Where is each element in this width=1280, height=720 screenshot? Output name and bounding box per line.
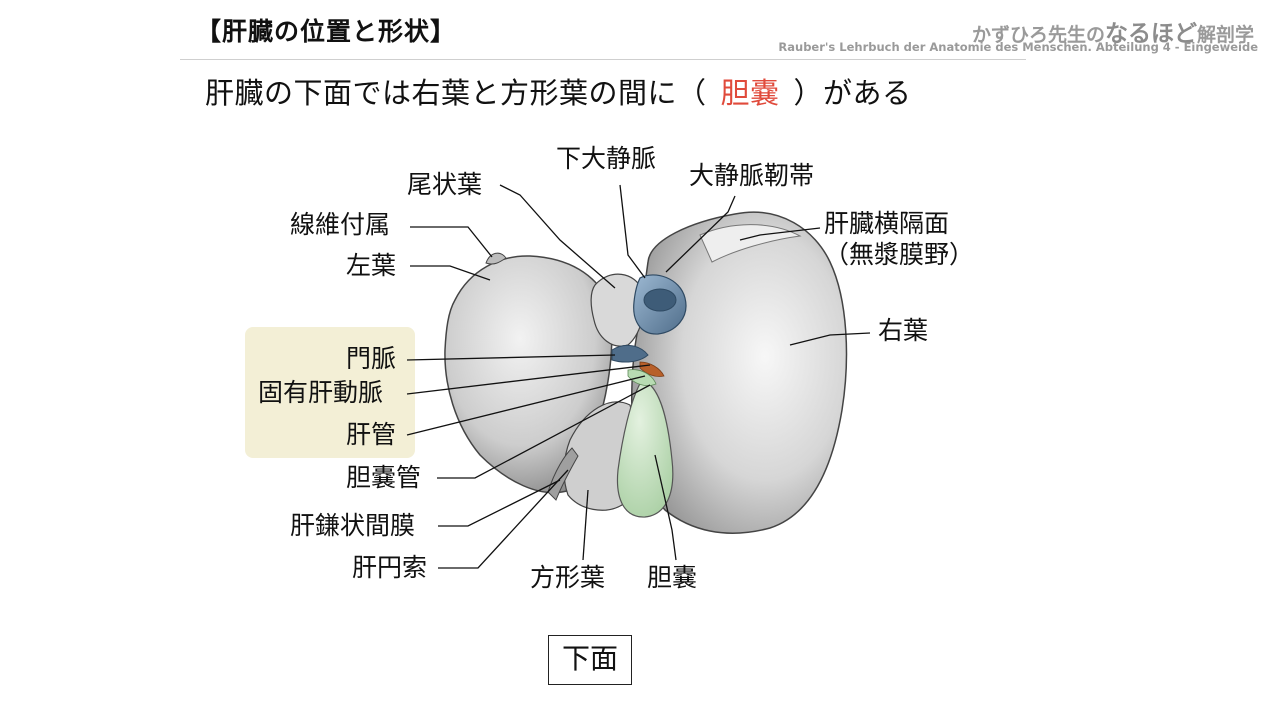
leader-right-lobe [789,332,871,346]
leader-fibrous-appendix [410,226,493,258]
label-venous-ligament: 大静脈靭帯 [689,161,815,190]
leader-quadrate-lobe [582,489,589,561]
hepatic-duct-shape [627,369,657,386]
label-bare-area-line1: 肝臓横隔面 [824,209,950,238]
source-citation: Rauber's Lehrbuch der Anatomie des Mensc… [778,40,1258,54]
ivc-lumen [643,288,677,312]
bare-area-shape [699,224,802,263]
leader-round-ligament [438,469,569,569]
label-falciform-ligament: 肝鎌状間膜 [290,511,416,540]
leader-hepatic-artery [406,364,651,395]
brand-logo: かずひろ先生のなるほど解剖学 [972,14,1254,48]
label-cystic-duct: 胆嚢管 [346,463,422,492]
brand-prefix: かずひろ先生の [971,24,1105,46]
label-ivc: 下大静脈 [556,144,657,173]
label-hepatic-artery: 固有肝動脈 [258,378,384,407]
label-portal-vein: 門脈 [346,344,397,373]
portal-vein-shape [611,344,649,363]
leader-gallbladder [654,454,677,561]
leader-caudate-lobe [499,184,616,289]
leader-left-lobe [410,265,491,281]
leader-portal-vein [406,354,616,361]
leader-lines [406,184,871,569]
brand-suffix: 解剖学 [1196,24,1254,46]
label-left-lobe: 左葉 [346,251,397,280]
label-quadrate-lobe: 方形葉 [530,563,606,592]
question-after: ）がある [793,76,912,110]
question-before: 肝臓の下面では右葉と方形葉の間に（ [205,76,707,110]
header-divider [180,59,1026,60]
label-gallbladder: 胆嚢 [647,563,698,592]
gallbladder-shape [616,379,674,518]
leader-falciform-ligament [438,479,561,527]
view-badge: 下面 [548,635,632,685]
porta-hepatis-highlight [245,327,415,458]
brand-main: なるほど [1104,21,1197,47]
label-right-lobe: 右葉 [878,316,929,345]
label-hepatic-duct: 肝管 [346,420,397,449]
leader-bare-area [739,227,821,241]
leader-venous-ligament [665,195,736,273]
label-round-ligament: 肝円索 [352,553,428,582]
label-bare-area: 肝臓横隔面（無漿膜野） [824,208,974,271]
question-sentence: 肝臓の下面では右葉と方形葉の間に（ 胆嚢 ）がある [205,70,912,112]
falciform-ligament-shape [547,447,579,501]
answer-text: 胆嚢 [720,76,780,110]
section-title: 【肝臓の位置と形状】 [196,17,457,46]
leader-hepatic-duct [406,375,646,436]
label-caudate-lobe: 尾状葉 [407,170,483,199]
label-bare-area-line2: （無漿膜野） [824,240,975,270]
leader-ivc [619,184,646,279]
label-fibrous-appendix: 線維付属 [290,210,391,239]
leader-cystic-duct [437,384,651,479]
